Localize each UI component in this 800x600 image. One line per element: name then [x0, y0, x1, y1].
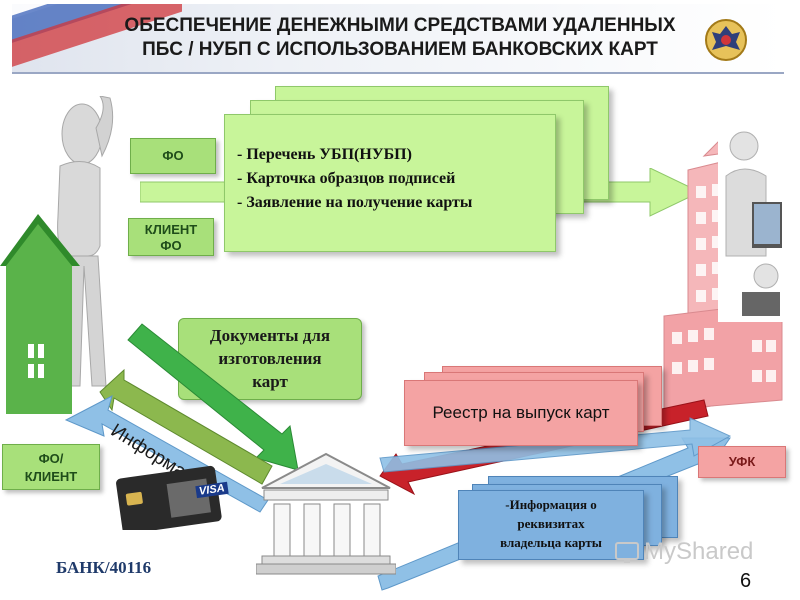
person-icon [57, 96, 114, 387]
title-line-2: ПБС / НУБП С ИСПОЛЬЗОВАНИЕМ БАНКОВСКИХ К… [142, 39, 658, 60]
holder-info-line-1: -Информация о [505, 497, 597, 512]
page-title: ОБЕСПЕЧЕНИЕ ДЕНЕЖНЫМИ СРЕДСТВАМИ УДАЛЕНН… [60, 14, 740, 62]
watermark-text: MyShared [644, 538, 754, 565]
office-worker-illustration [718, 106, 784, 322]
doc-item: - Карточка образцов подписей [237, 170, 456, 187]
watermark-icon [615, 542, 639, 563]
fo-client-line-1: ФО/ [38, 451, 64, 466]
page-number: 6 [740, 570, 752, 592]
ufk-label: УФК [698, 446, 786, 478]
doc-item: - Заявление на получение карты [237, 194, 473, 211]
card-docs-line-1: Документы для [209, 326, 331, 345]
green-arrow-to-bank [127, 323, 299, 471]
documents-list-box: - Перечень УБП(НУБП) - Карточка образцов… [224, 114, 556, 252]
information-arrow [99, 368, 273, 485]
client-fo-line-2: ФО [160, 238, 182, 253]
emblem-icon [705, 19, 747, 61]
house-icon [0, 214, 80, 414]
title-line-1: ОБЕСПЕЧЕНИЕ ДЕНЕЖНЫМИ СРЕДСТВАМИ УДАЛЕНН… [124, 15, 676, 36]
card-docs-line-2: изготовления [218, 349, 322, 368]
fo-client-line-2: КЛИЕНТ [24, 469, 78, 484]
bank-icon [256, 452, 396, 575]
person-with-house-illustration [0, 96, 114, 414]
client-fo-line-1: КЛИЕНТ [144, 222, 198, 237]
doc-item: - Перечень УБП(НУБП) [237, 146, 412, 163]
card-documents-box: Документы для изготовления карт [178, 318, 362, 400]
holder-info-line-2: реквизитах [517, 516, 585, 531]
card-docs-line-3: карт [252, 372, 288, 391]
holder-info-line-3: владельца карты [500, 535, 602, 550]
card-registry-box: Реестр на выпуск карт [404, 380, 638, 446]
holder-info-box: -Информация о реквизитах владельца карты [458, 490, 644, 560]
client-fo-label: КЛИЕНТ ФО [128, 218, 214, 256]
watermark: MyShared [614, 538, 753, 566]
bank-label: БАНК/40116 [56, 558, 152, 577]
fo-client-label: ФО/ КЛИЕНТ [2, 444, 100, 490]
fo-label: ФО [130, 138, 216, 174]
